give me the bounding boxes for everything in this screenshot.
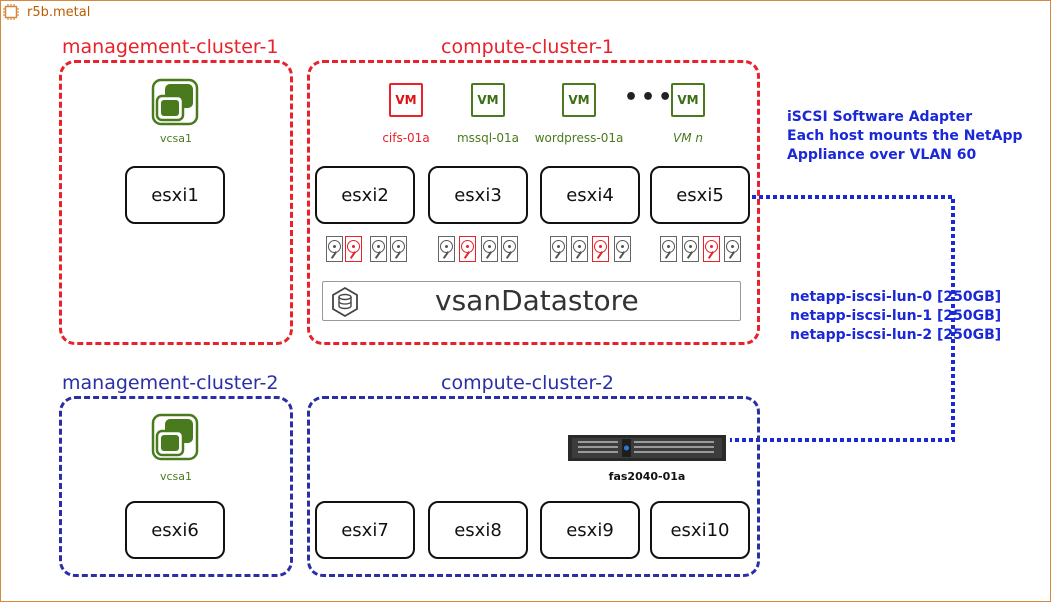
disk-icon: [660, 236, 677, 262]
lun-label: netapp-iscsi-lun-1 [250GB]: [790, 308, 1002, 324]
lun-label: netapp-iscsi-lun-2 [250GB]: [790, 327, 1002, 343]
vm-label: VM n: [673, 131, 703, 145]
cache-disk-icon: [459, 236, 476, 262]
iscsi-note: iSCSI Software Adapter Each host mounts …: [787, 108, 1022, 165]
iscsi-note-line: Appliance over VLAN 60: [787, 147, 977, 163]
management-cluster-1-box: [59, 60, 293, 345]
vm-label: cifs-01a: [382, 131, 430, 145]
disk-icon: [571, 236, 588, 262]
host-esxi3[interactable]: esxi3: [428, 166, 528, 224]
disk-icon: [438, 236, 455, 262]
host-esxi2[interactable]: esxi2: [315, 166, 415, 224]
compute-cluster-1-box: [307, 60, 760, 345]
iscsi-note-line: Each host mounts the NetApp: [787, 128, 1023, 144]
host-esxi7[interactable]: esxi7: [315, 501, 415, 559]
host-esxi6[interactable]: esxi6: [125, 501, 225, 559]
vsan-icon: [332, 286, 358, 318]
cache-disk-icon: [592, 236, 609, 262]
vcsa-label: vcsa1: [159, 470, 193, 483]
vm-label: mssql-01a: [456, 131, 520, 145]
host-esxi1[interactable]: esxi1: [125, 166, 225, 224]
datastore-label: vsanDatastore: [435, 284, 639, 317]
vsan-datastore[interactable]: vsanDatastore: [322, 281, 741, 321]
cache-disk-icon: [703, 236, 720, 262]
vcenter-icon: [151, 78, 199, 126]
iscsi-note-line: iSCSI Software Adapter: [787, 109, 973, 125]
management-cluster-2-box: [59, 396, 293, 577]
disk-icon: [370, 236, 387, 262]
lun-list: netapp-iscsi-lun-0 [250GB] netapp-iscsi-…: [790, 288, 1001, 345]
more-vms-ellipsis: •••: [624, 85, 676, 110]
host-esxi4[interactable]: esxi4: [540, 166, 640, 224]
compute-cluster-1-title: compute-cluster-1: [441, 36, 615, 58]
vm-label: wordpress-01a: [534, 131, 624, 145]
host-esxi9[interactable]: esxi9: [540, 501, 640, 559]
vm-icon[interactable]: VM: [389, 83, 423, 117]
disk-icon: [326, 236, 343, 262]
cache-disk-icon: [345, 236, 362, 262]
vcsa-label: vcsa1: [159, 132, 193, 145]
vm-icon[interactable]: VM: [471, 83, 505, 117]
vm-icon[interactable]: VM: [671, 83, 705, 117]
host-esxi8[interactable]: esxi8: [428, 501, 528, 559]
disk-icon: [501, 236, 518, 262]
chip-icon: [3, 4, 19, 20]
management-cluster-1-title: management-cluster-1: [62, 36, 279, 58]
compute-cluster-2-title: compute-cluster-2: [441, 372, 615, 394]
management-cluster-2-title: management-cluster-2: [62, 372, 279, 394]
disk-icon: [390, 236, 407, 262]
host-esxi10[interactable]: esxi10: [650, 501, 750, 559]
vcenter-icon: [151, 413, 199, 461]
compute-cluster-2-box: [307, 396, 760, 577]
frame-title: r5b.metal: [27, 5, 91, 20]
disk-icon: [614, 236, 631, 262]
appliance-label: fas2040-01a: [608, 470, 686, 483]
host-esxi5[interactable]: esxi5: [650, 166, 750, 224]
disk-icon: [481, 236, 498, 262]
disk-icon: [682, 236, 699, 262]
vm-icon[interactable]: VM: [562, 83, 596, 117]
disk-icon: [724, 236, 741, 262]
disk-icon: [550, 236, 567, 262]
lun-label: netapp-iscsi-lun-0 [250GB]: [790, 289, 1002, 305]
netapp-appliance-icon[interactable]: [568, 433, 726, 463]
